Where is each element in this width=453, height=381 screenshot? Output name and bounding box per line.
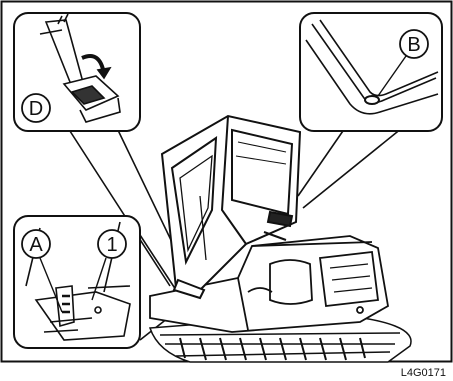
detail-lock-bracket: A 1: [14, 216, 140, 348]
figure-code: L4G0171: [401, 367, 446, 379]
callout-b-label: B: [407, 34, 420, 56]
detail-stopper: B: [300, 13, 442, 131]
callout-1-label: 1: [106, 234, 117, 256]
callout-a-label: A: [29, 234, 43, 256]
detail-lever: D: [14, 13, 140, 131]
callout-d-label: D: [29, 98, 43, 120]
